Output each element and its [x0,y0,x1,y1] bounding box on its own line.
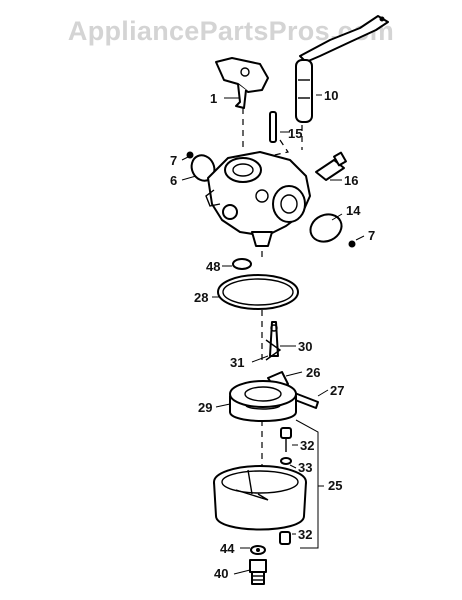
part-48-o-ring[interactable] [232,258,252,270]
callout-32-bottom: 32 [298,527,312,542]
part-25-bracket [295,419,324,549]
callout-6: 6 [170,173,177,188]
carburetor-body[interactable] [205,151,311,247]
callout-44: 44 [220,541,235,556]
part-44-washer[interactable] [250,545,266,555]
part-16-fuel-inlet[interactable] [315,151,347,181]
callout-30: 30 [298,339,312,354]
callout-32-top: 32 [300,438,314,453]
part-33-washer[interactable] [280,457,292,465]
callout-48: 48 [206,259,220,274]
callout-7-bottom: 7 [368,228,375,243]
callout-25: 25 [328,478,342,493]
callout-40: 40 [214,566,228,581]
callout-31: 31 [230,355,244,370]
part-10-choke-shaft[interactable] [295,15,389,123]
part-30-needle[interactable] [269,321,279,357]
callout-29: 29 [198,400,212,415]
leader-lines [181,94,365,575]
part-29-float[interactable] [229,380,297,422]
callout-10: 10 [324,88,338,103]
callout-16: 16 [344,173,358,188]
float-bowl[interactable] [213,465,307,531]
callout-26: 26 [306,365,320,380]
part-14-choke-plate[interactable] [306,209,346,246]
part-40-bowl-nut[interactable] [249,559,267,585]
callout-14: 14 [346,203,361,218]
callout-27: 27 [330,383,344,398]
callout-1: 1 [210,91,217,106]
callout-labels: 1 10 15 7 6 16 14 7 48 28 30 31 26 27 29… [170,88,375,581]
part-32-bolt-top[interactable] [280,427,292,452]
part-31-clip[interactable] [265,339,282,361]
part-7-screw-bottom[interactable] [348,240,356,248]
part-32-bolt-bottom[interactable] [279,531,291,545]
callout-33: 33 [298,460,312,475]
part-15-spring[interactable] [269,111,277,143]
callout-15: 15 [288,126,302,141]
part-28-gasket[interactable] [217,274,299,310]
part-1-throttle-bracket[interactable] [215,57,269,109]
callout-7-top: 7 [170,153,177,168]
callout-28: 28 [194,290,208,305]
